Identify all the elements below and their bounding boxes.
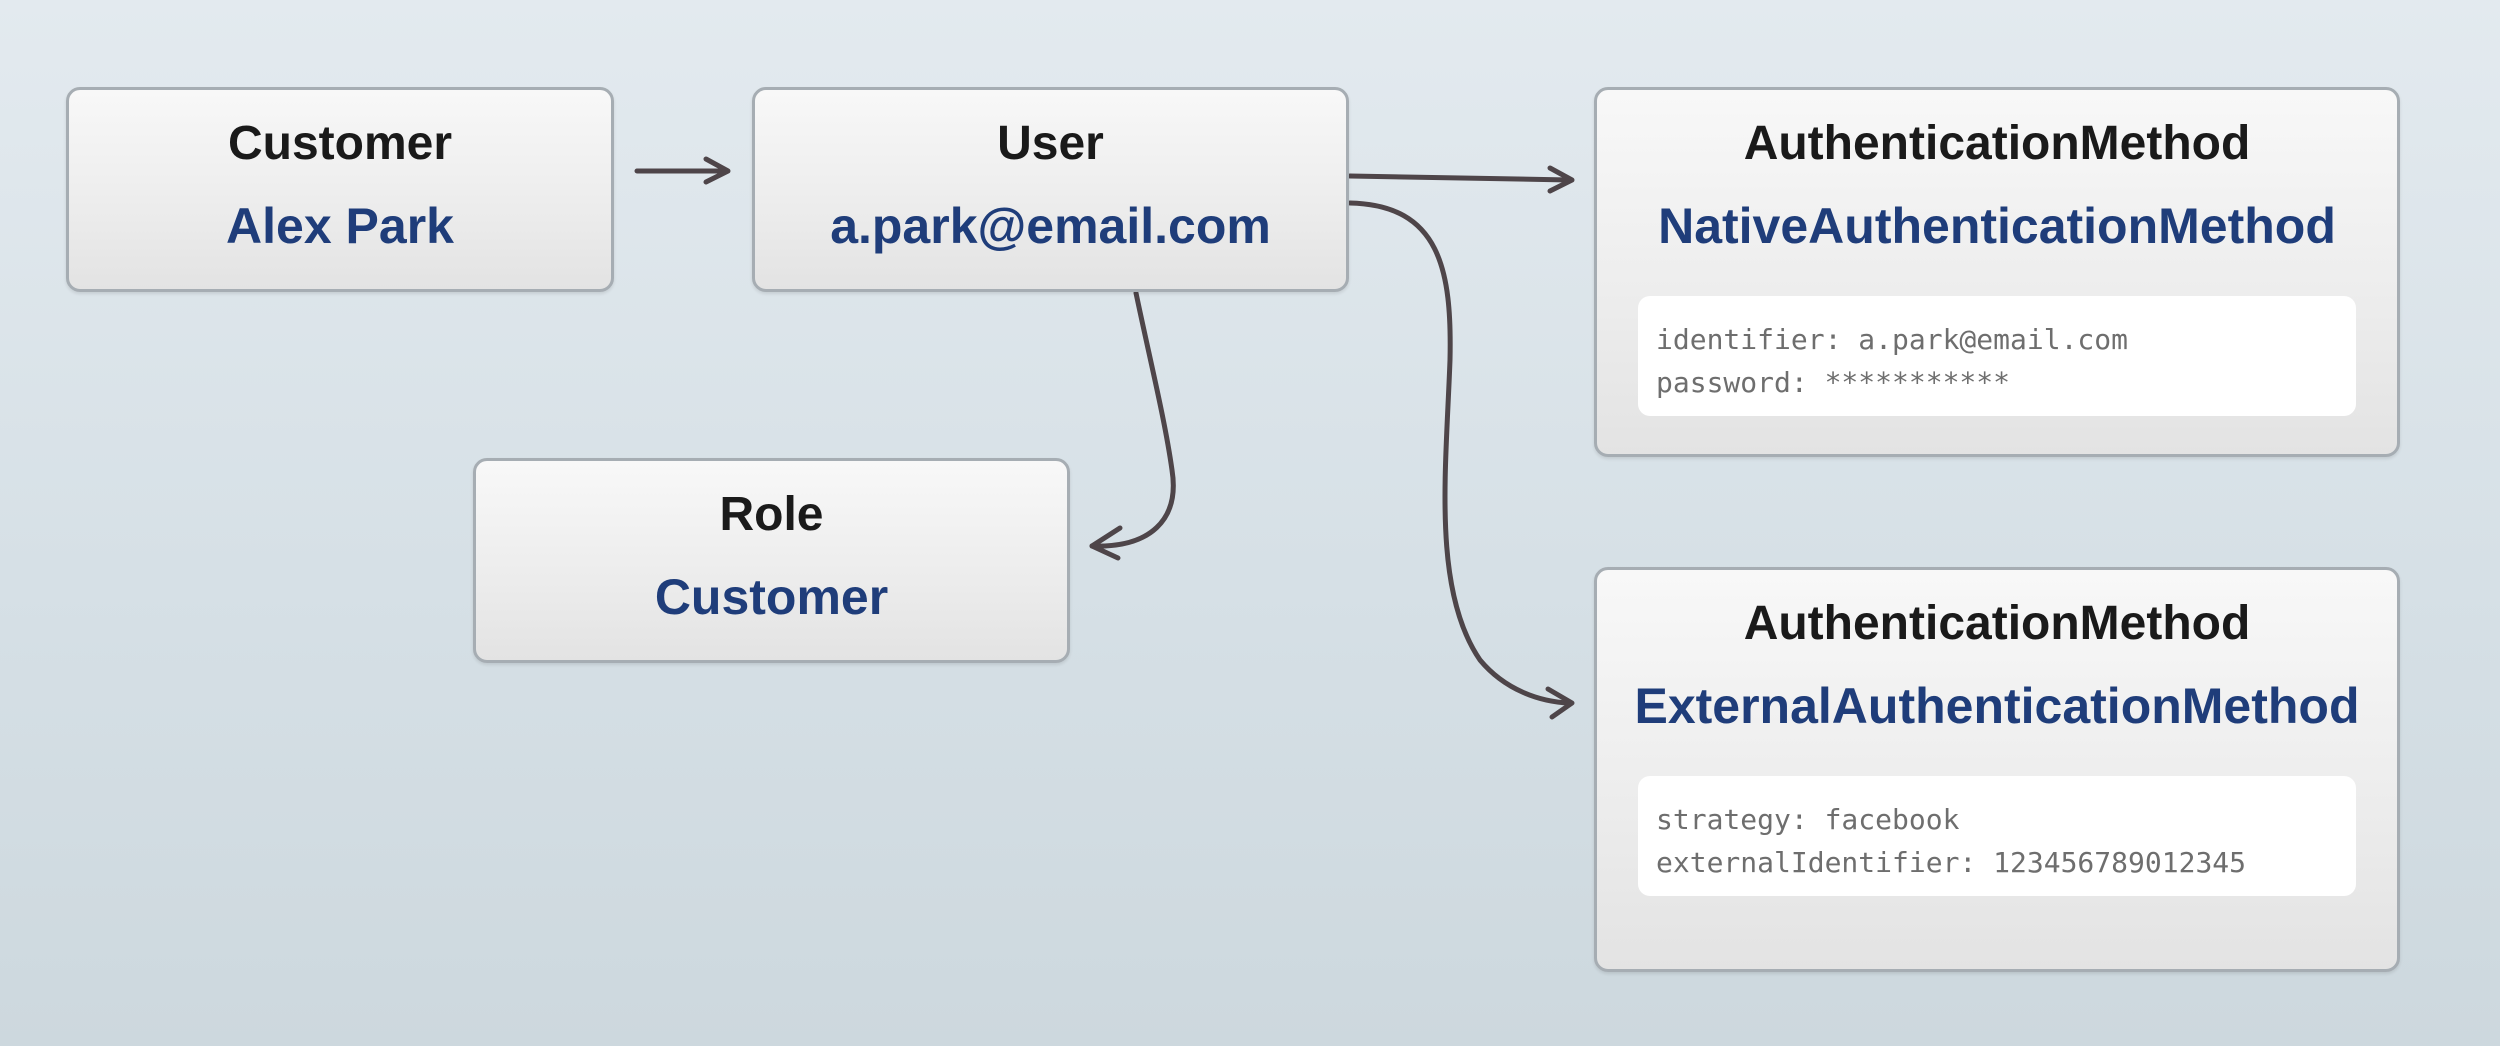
node-title: AuthenticationMethod xyxy=(1743,117,2251,170)
customer-node: Customer Alex Park xyxy=(66,87,614,292)
node-title: User xyxy=(997,117,1104,170)
external-auth-node: AuthenticationMethod ExternalAuthenticat… xyxy=(1594,567,2400,972)
edge-user-native-auth xyxy=(1347,165,1575,194)
edge-customer-user xyxy=(634,156,731,185)
node-value: Alex Park xyxy=(226,198,454,254)
property-external-identifier: externalIdentifier: 123456789012345 xyxy=(1656,846,2247,879)
properties-panel: strategy: facebook externalIdentifier: 1… xyxy=(1638,776,2356,896)
node-value: Customer xyxy=(654,569,889,625)
edge-user-role xyxy=(1089,290,1176,561)
node-title: AuthenticationMethod xyxy=(1743,597,2251,650)
user-node: User a.park@email.com xyxy=(752,87,1349,292)
node-value: ExternalAuthenticationMethod xyxy=(1634,678,2360,734)
role-node: Role Customer xyxy=(473,458,1070,663)
node-title: Role xyxy=(719,488,824,541)
property-password: password: *********** xyxy=(1656,366,2011,399)
edge-user-external-auth xyxy=(1347,200,1575,720)
node-title: Customer xyxy=(227,117,453,170)
property-identifier: identifier: a.park@email.com xyxy=(1656,323,2129,356)
properties-panel: identifier: a.park@email.com password: *… xyxy=(1638,296,2356,416)
native-auth-node: AuthenticationMethod NativeAuthenticatio… xyxy=(1594,87,2400,457)
node-value: a.park@email.com xyxy=(830,198,1271,254)
node-value: NativeAuthenticationMethod xyxy=(1658,198,2336,254)
property-strategy: strategy: facebook xyxy=(1656,803,1960,836)
